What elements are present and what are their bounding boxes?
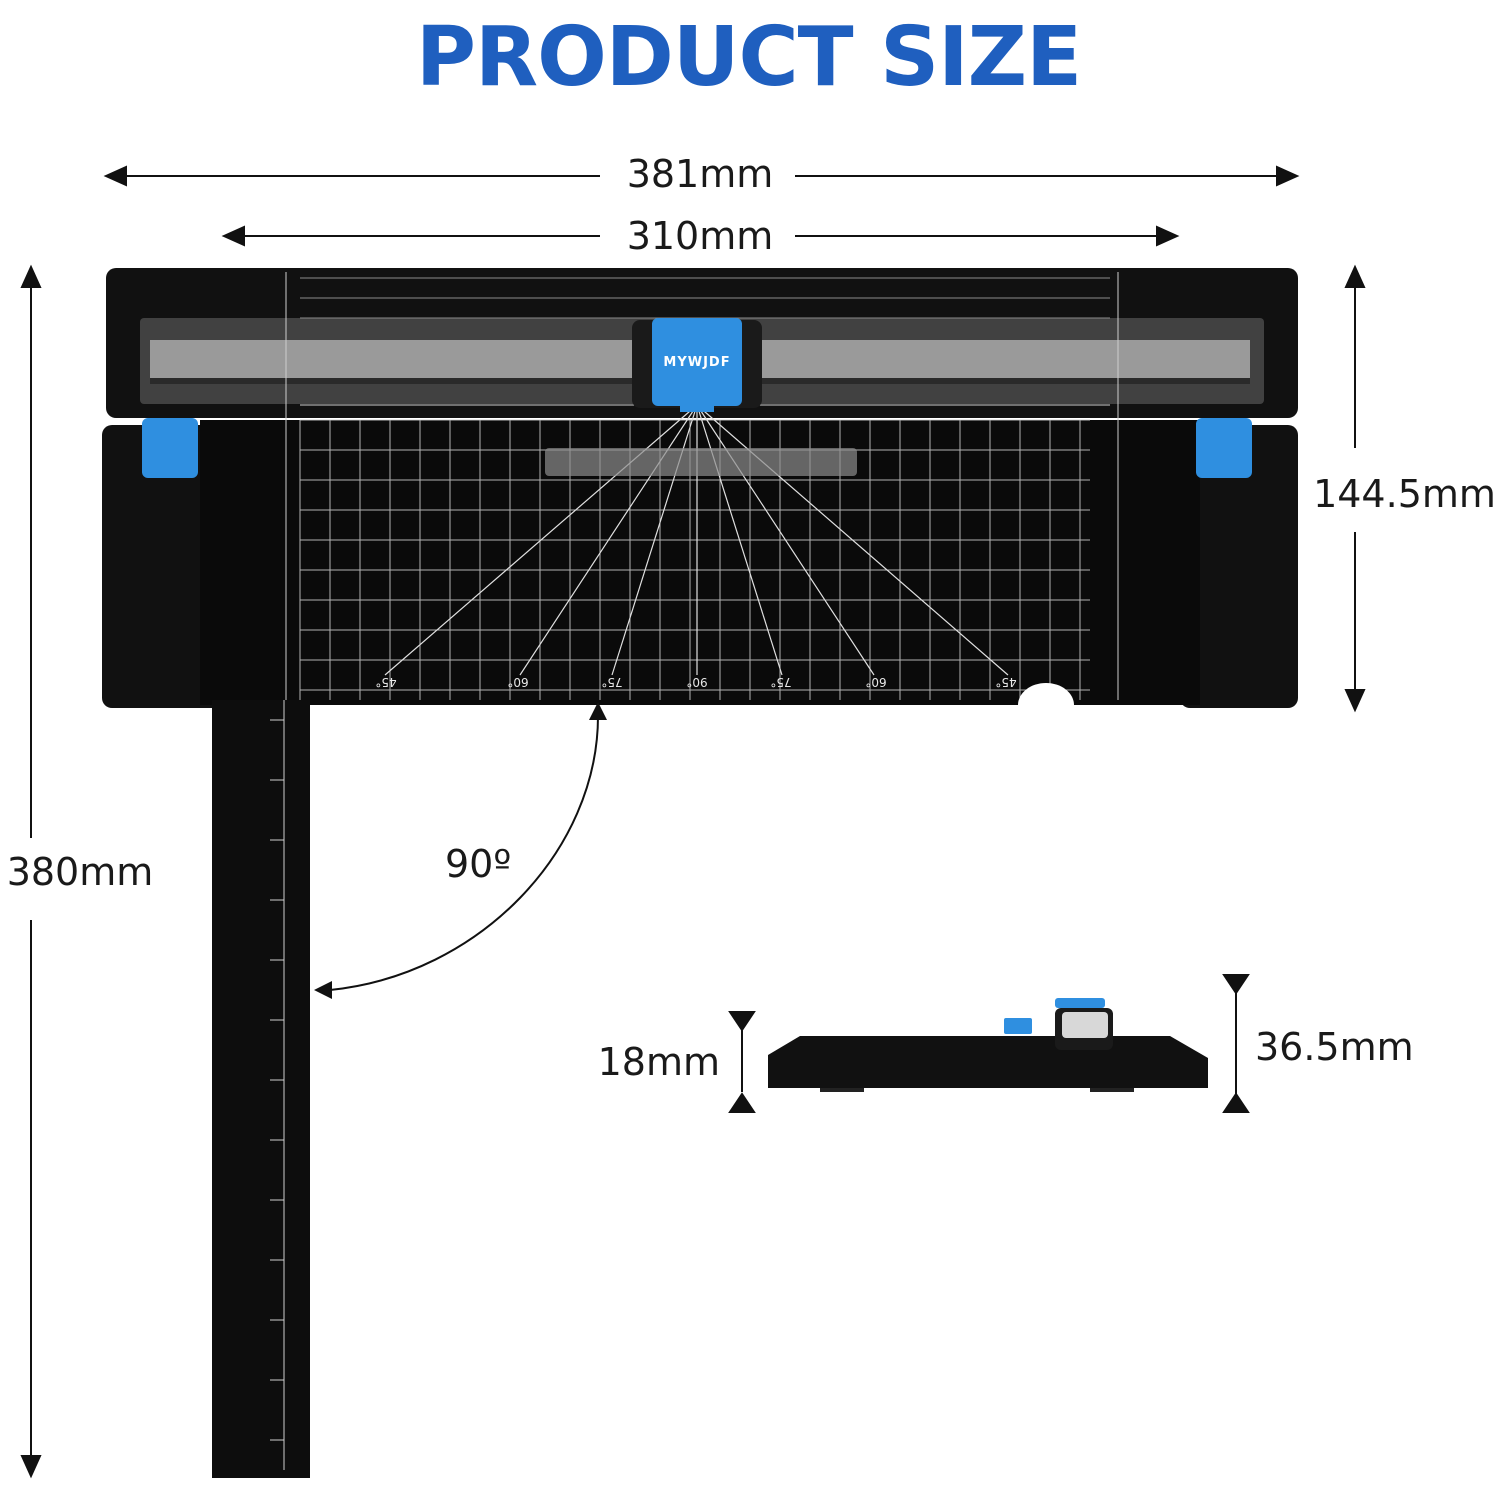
depth-label: 144.5mm — [1313, 472, 1496, 516]
dimension-arrows — [20, 165, 1366, 1479]
angle-mark: 90° — [686, 675, 707, 689]
page-title: PRODUCT SIZE — [415, 10, 1082, 105]
side-view — [768, 998, 1208, 1092]
angle-label: 90º — [445, 842, 512, 886]
angle-mark: 45° — [995, 675, 1016, 689]
angle-mark: 60° — [507, 675, 528, 689]
ruler-length-label: 380mm — [6, 850, 154, 894]
base-height-label: 18mm — [597, 1040, 720, 1084]
angle-mark: 60° — [865, 675, 886, 689]
cutting-length-label: 310mm — [626, 214, 774, 258]
overall-width-label: 381mm — [626, 152, 774, 196]
total-height-label: 36.5mm — [1255, 1025, 1414, 1069]
brand-logo: MYWJDF — [663, 355, 730, 370]
angle-mark: 75° — [770, 675, 791, 689]
angle-mark: 75° — [601, 675, 622, 689]
angle-marks: 45° 60° 75° 90° 75° 60° 45° — [375, 675, 1016, 689]
angle-mark: 45° — [375, 675, 396, 689]
extension-ruler — [212, 700, 310, 1478]
paper-cutter — [102, 268, 1298, 708]
right-angle-arc — [314, 702, 607, 999]
